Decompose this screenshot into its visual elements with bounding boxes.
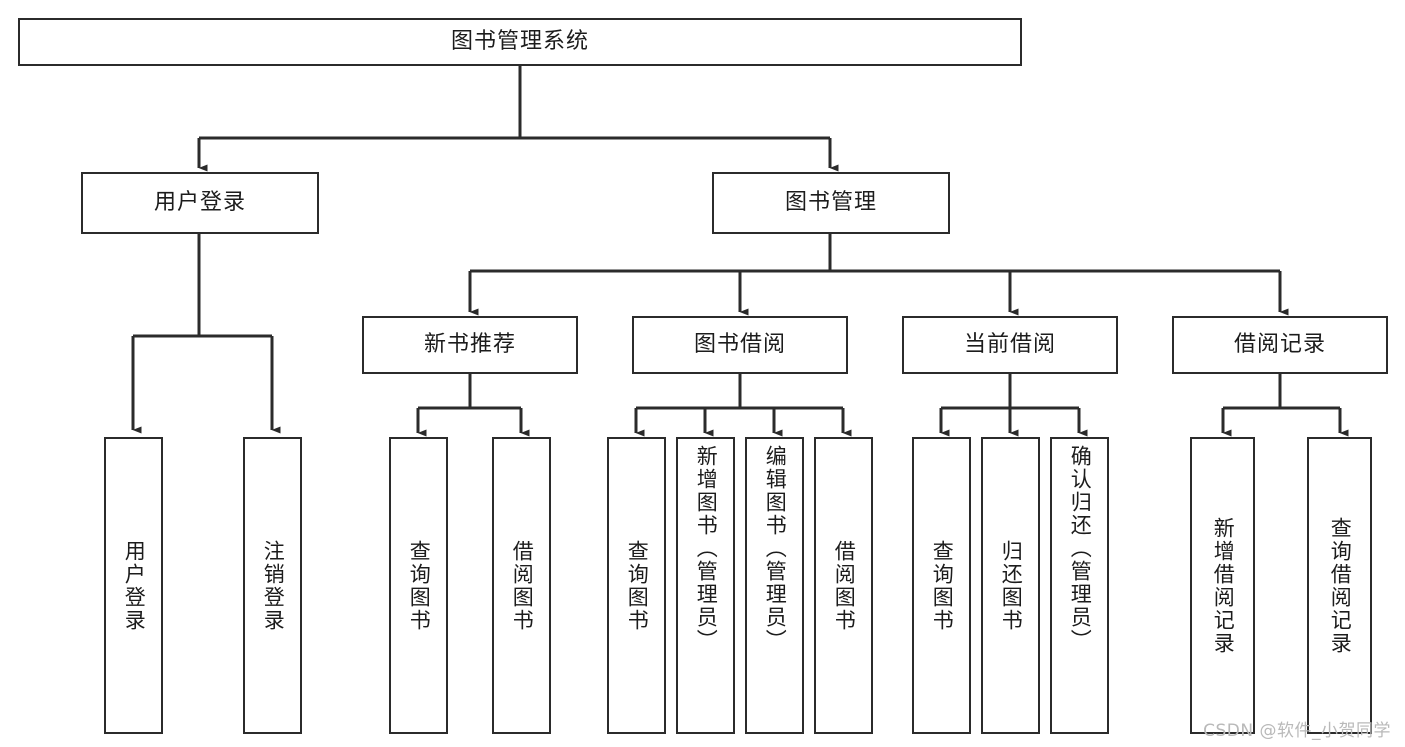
- node-leaf-borrow-record-0[interactable]: 新增借阅记录: [1190, 437, 1255, 734]
- node-leaf-borrow-record-0-label: 新增借阅记录: [1211, 516, 1236, 655]
- node-root-label: 图书管理系统: [450, 28, 589, 54]
- node-leaf-book-borrow-2[interactable]: 编辑图书（管理员）: [745, 437, 804, 734]
- node-book-borrow-label: 图书借阅: [693, 331, 786, 357]
- node-leaf-book-borrow-0[interactable]: 查询图书: [607, 437, 666, 734]
- node-new-book-rec[interactable]: 新书推荐: [362, 316, 578, 374]
- node-leaf-book-borrow-1-label: 新增图书（管理员）: [694, 445, 719, 652]
- node-current-borrow[interactable]: 当前借阅: [902, 316, 1118, 374]
- node-leaf-current-borrow-2-label: 确认归还（管理员）: [1068, 445, 1093, 652]
- node-leaf-book-borrow-3[interactable]: 借阅图书: [814, 437, 873, 734]
- node-user-login-label: 用户登录: [153, 189, 246, 215]
- node-leaf-new-book-rec-0[interactable]: 查询图书: [389, 437, 448, 734]
- node-book-manage-label: 图书管理: [784, 189, 877, 215]
- node-leaf-user-login-0[interactable]: 用户登录: [104, 437, 163, 734]
- node-leaf-user-login-1-label: 注销登录: [261, 539, 286, 632]
- node-leaf-new-book-rec-1-label: 借阅图书: [510, 539, 535, 632]
- node-leaf-borrow-record-1-label: 查询借阅记录: [1328, 516, 1353, 655]
- node-leaf-book-borrow-2-label: 编辑图书（管理员）: [763, 445, 788, 652]
- node-leaf-current-borrow-2[interactable]: 确认归还（管理员）: [1050, 437, 1109, 734]
- node-borrow-record-label: 借阅记录: [1233, 331, 1326, 357]
- node-leaf-current-borrow-1[interactable]: 归还图书: [981, 437, 1040, 734]
- node-new-book-rec-label: 新书推荐: [423, 331, 516, 357]
- node-leaf-book-borrow-0-label: 查询图书: [625, 539, 650, 632]
- node-leaf-book-borrow-3-label: 借阅图书: [832, 539, 857, 632]
- node-leaf-current-borrow-0[interactable]: 查询图书: [912, 437, 971, 734]
- node-leaf-new-book-rec-0-label: 查询图书: [407, 539, 432, 632]
- node-leaf-user-login-0-label: 用户登录: [122, 539, 147, 632]
- node-current-borrow-label: 当前借阅: [963, 331, 1056, 357]
- node-root[interactable]: 图书管理系统: [18, 18, 1022, 66]
- node-user-login[interactable]: 用户登录: [81, 172, 319, 234]
- node-leaf-borrow-record-1[interactable]: 查询借阅记录: [1307, 437, 1372, 734]
- node-leaf-user-login-1[interactable]: 注销登录: [243, 437, 302, 734]
- node-leaf-book-borrow-1[interactable]: 新增图书（管理员）: [676, 437, 735, 734]
- node-borrow-record[interactable]: 借阅记录: [1172, 316, 1388, 374]
- node-book-manage[interactable]: 图书管理: [712, 172, 950, 234]
- node-leaf-new-book-rec-1[interactable]: 借阅图书: [492, 437, 551, 734]
- node-leaf-current-borrow-1-label: 归还图书: [999, 539, 1024, 632]
- node-book-borrow[interactable]: 图书借阅: [632, 316, 848, 374]
- watermark-text: CSDN @软件_小贺同学: [1203, 721, 1391, 741]
- node-leaf-current-borrow-0-label: 查询图书: [930, 539, 955, 632]
